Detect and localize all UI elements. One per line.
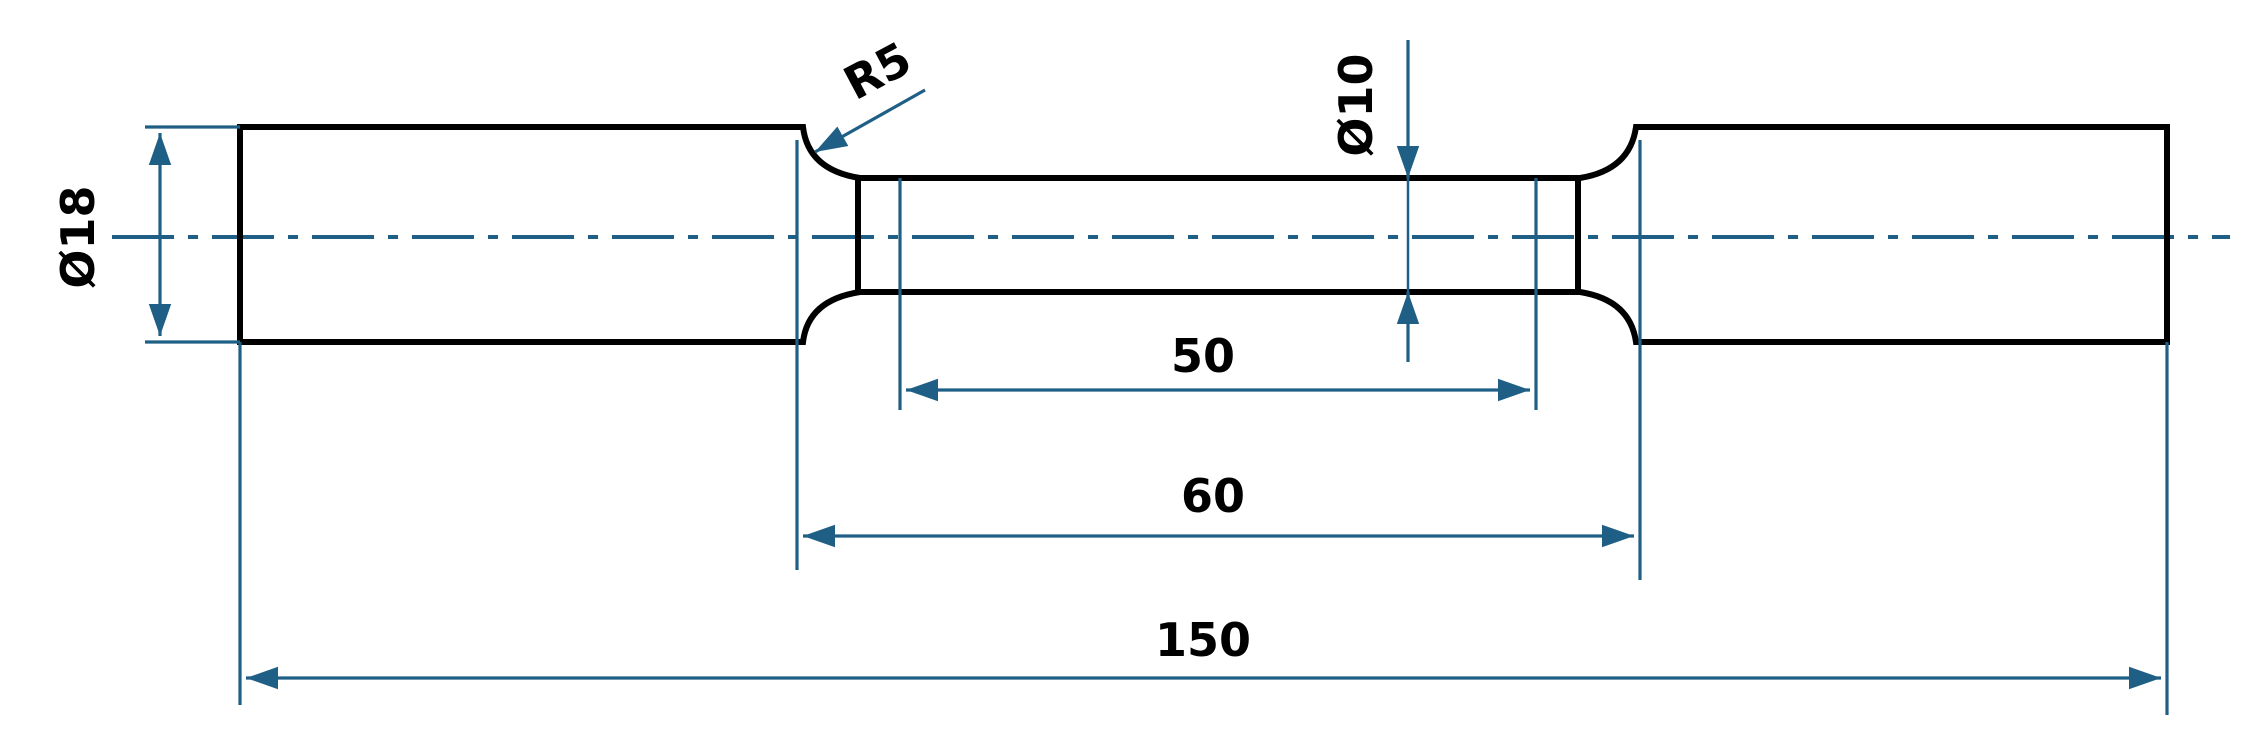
dimension-end-diameter: Ø18 (51, 133, 172, 336)
label-neck-length: 60 (1181, 469, 1245, 523)
dimension-gauge-length: 50 (906, 329, 1530, 402)
specimen-outline (237, 124, 2170, 345)
label-end-diameter: Ø18 (51, 185, 105, 288)
dimension-overall-length: 150 (246, 613, 2161, 690)
label-gauge-length: 50 (1171, 329, 1235, 383)
label-overall-length: 150 (1155, 613, 1251, 667)
label-gauge-diameter: Ø10 (1329, 53, 1383, 156)
dimension-fillet-radius: R5 (814, 31, 926, 154)
left-grip (237, 124, 2170, 345)
dimension-gauge-diameter: Ø10 (1329, 40, 1420, 362)
dimension-neck-length: 60 (803, 469, 1634, 548)
extension-lines (145, 125, 2169, 715)
